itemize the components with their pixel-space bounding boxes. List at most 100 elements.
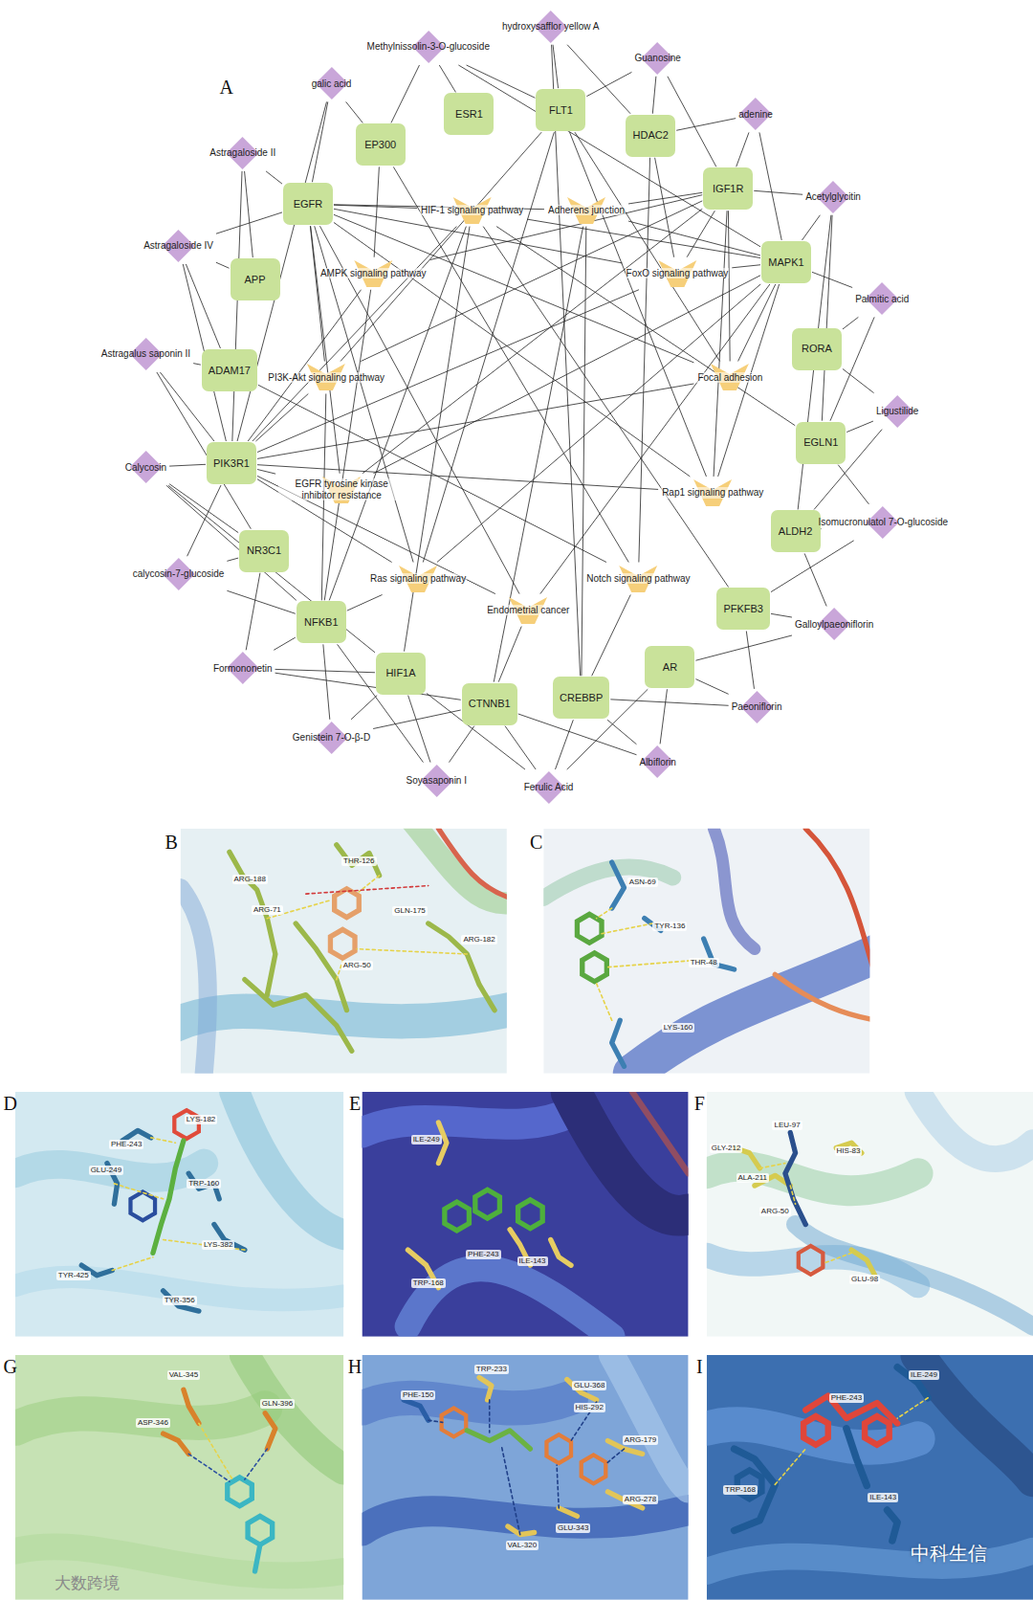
node-label: Endometrial cancer	[485, 604, 571, 616]
network-edge	[496, 226, 795, 426]
hbond-dash	[188, 1448, 267, 1481]
target-node: ESR1	[443, 92, 494, 135]
network-edge	[226, 590, 295, 614]
network-edge	[505, 725, 536, 770]
network-edge	[232, 171, 242, 441]
network-edge	[319, 225, 520, 594]
network-edge	[329, 226, 466, 601]
residue-stick	[244, 979, 352, 1052]
network-edge	[324, 289, 371, 601]
residue-stick	[163, 1432, 190, 1453]
node-label: ALDH2	[778, 525, 813, 538]
hbond-dash	[306, 885, 429, 895]
network-edge	[695, 635, 792, 660]
target-node: RORA	[791, 328, 842, 371]
node-label: Notch signaling pathway	[585, 572, 691, 585]
compound-node: Genistein 7-O-β-D	[290, 720, 373, 755]
target-node: MAPK1	[761, 241, 812, 284]
network-edge	[736, 131, 749, 167]
residue-label: ILE-249	[411, 1134, 442, 1144]
node-label: RORA	[801, 342, 833, 355]
ligand-ring	[582, 952, 608, 982]
network-edge	[753, 190, 803, 195]
hbond-dash	[774, 1397, 928, 1485]
residue-label: ARG-188	[232, 874, 268, 884]
node-label: Palmitic acid	[855, 293, 909, 306]
panel-letter: C	[529, 831, 543, 854]
node-label: EP300	[364, 138, 396, 152]
network-edge	[554, 719, 573, 770]
residue-label: TYR-425	[56, 1270, 91, 1280]
node-label: PIK3R1	[213, 457, 250, 470]
network-edge	[581, 226, 587, 677]
protein-ribbon	[15, 1406, 265, 1428]
network-edge	[346, 101, 364, 123]
residue-label: GLN-175	[392, 905, 427, 916]
panel-letter: G	[2, 1355, 17, 1378]
residue-label: VAL-320	[505, 1539, 540, 1550]
residue-label: ILE-143	[867, 1492, 899, 1502]
compound-node: Astragaloside IV	[141, 228, 216, 264]
network-edge	[193, 363, 201, 366]
protein-ribbon	[713, 828, 755, 949]
docking-panel	[361, 1354, 688, 1600]
node-label: Ligustilide	[876, 405, 919, 418]
network-edge	[169, 463, 206, 466]
network-edge	[244, 171, 254, 258]
network-edge	[255, 393, 308, 441]
pathway-node: Notch signaling pathway	[583, 563, 693, 594]
network-edge	[216, 262, 230, 268]
network-edge	[226, 557, 239, 561]
target-node: PIK3R1	[206, 441, 257, 484]
node-label: Astragalus saponin II	[101, 348, 191, 360]
residue-label: ALA-211	[736, 1172, 770, 1183]
residue-label: LEU-97	[771, 1120, 802, 1130]
residue-stick	[336, 844, 380, 876]
ligand-ring	[130, 1190, 155, 1220]
target-node: CTNNB1	[461, 682, 518, 726]
network-edge	[610, 699, 728, 705]
network-edge	[837, 464, 869, 505]
network-edge	[323, 643, 330, 719]
network-edge	[437, 284, 761, 563]
protein-coil	[774, 973, 870, 1020]
residue-label: PHE-243	[109, 1139, 144, 1149]
watermark: 大数跨境	[54, 1571, 120, 1594]
compound-node: Formononetin	[211, 650, 275, 685]
network-edge	[713, 210, 727, 477]
residue-label: LYS-160	[661, 1022, 696, 1033]
residue-label: ARG-182	[461, 934, 497, 945]
network-edge	[373, 709, 462, 729]
network-edge	[448, 725, 474, 763]
node-label: Focal adhesion	[696, 372, 764, 384]
network-edge	[676, 118, 736, 132]
ligand-ring	[227, 1476, 253, 1506]
ligand-ring	[581, 1453, 607, 1483]
network-edge	[592, 594, 632, 677]
network-edge	[273, 637, 296, 650]
node-label: EGLN1	[803, 436, 838, 449]
node-label: Albiflorin	[638, 756, 676, 769]
hbond-dash	[428, 1399, 625, 1535]
pathway-node: Focal adhesion	[694, 361, 766, 393]
network-edge	[586, 71, 632, 96]
target-node: ALDH2	[770, 509, 821, 552]
compound-node: Ferulic Acid	[522, 769, 576, 805]
compound-node: adenine	[736, 96, 775, 132]
node-label: FoxO signaling pathway	[625, 267, 730, 280]
network-edge	[628, 192, 703, 204]
pathway-node: Rap1 signaling pathway	[659, 477, 767, 508]
residue-stick	[229, 851, 276, 994]
residue-label: TYR-136	[652, 921, 687, 931]
node-label: APP	[244, 273, 266, 286]
network-edge	[846, 420, 874, 432]
network-edge	[770, 613, 792, 617]
compound-node: Astragaloside II	[207, 135, 278, 171]
panel-letter: D	[2, 1092, 17, 1115]
node-label: calycosin-7-glucoside	[132, 568, 225, 580]
ligand-ring	[803, 1415, 829, 1445]
residue-label: LYS-182	[184, 1114, 219, 1124]
ligand-ring	[576, 913, 602, 943]
ligand-ring	[334, 888, 360, 918]
residue-label: LYS-382	[201, 1239, 236, 1250]
